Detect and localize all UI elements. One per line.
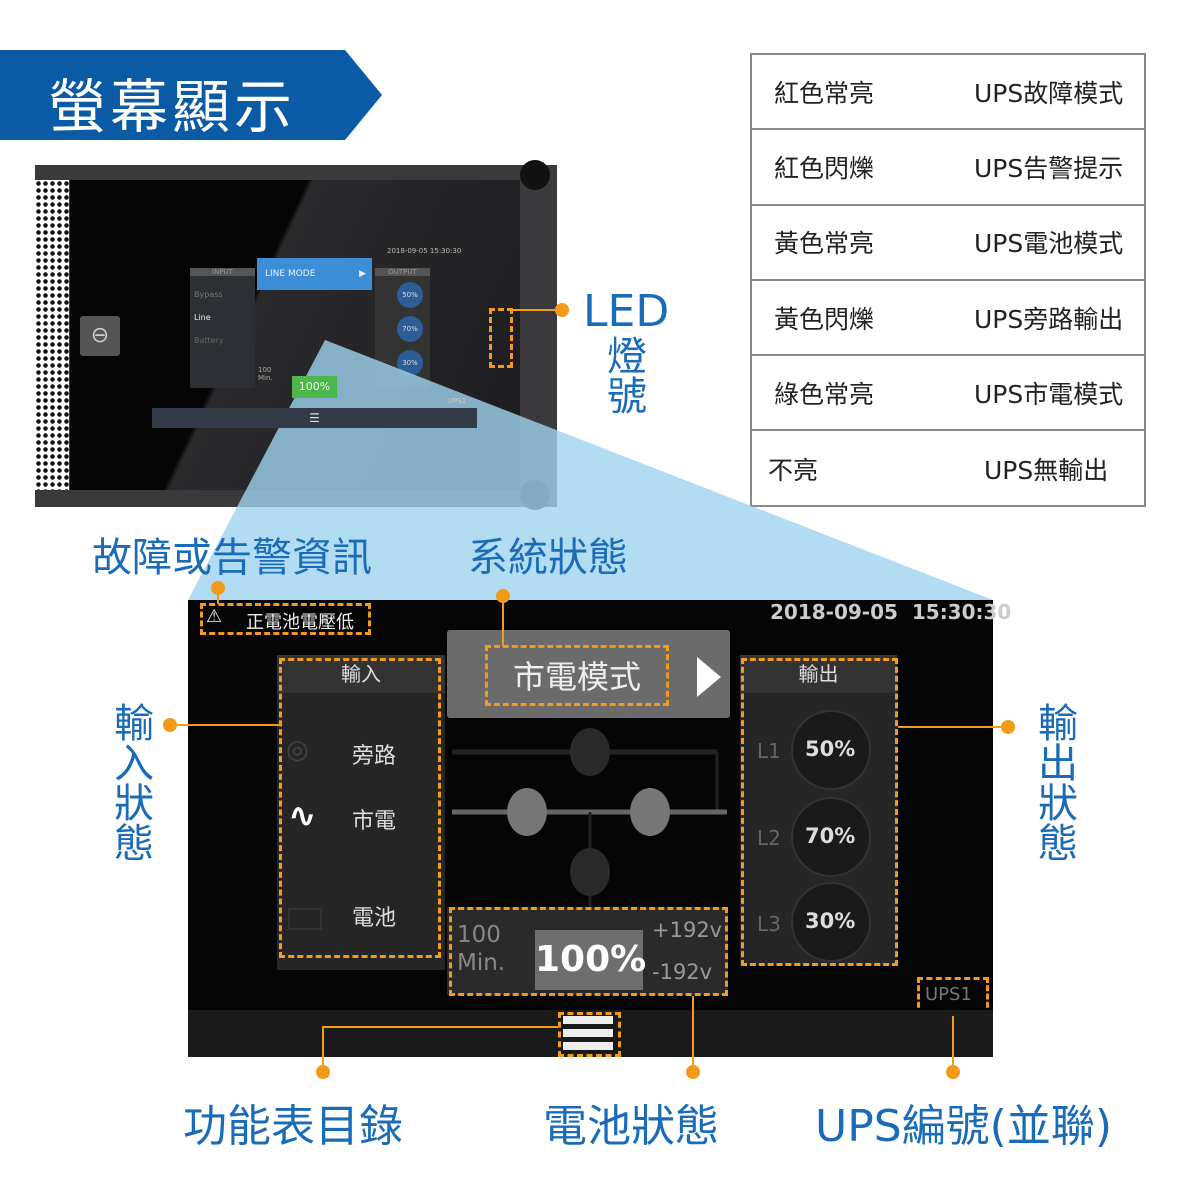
callout-dot [316,1065,330,1079]
ups-id-callout-label: UPS編號(並聯) [815,1101,1112,1152]
power-button[interactable]: ⊖ [80,316,120,356]
battery-runtime: 100 [457,922,501,948]
callout-dot [946,1065,960,1079]
output-load: 30% [805,909,856,933]
charger-icon [570,848,610,896]
input-state-label: 輸入狀態 [107,702,153,862]
led-indicator-highlight [489,308,513,368]
leader-line [170,724,279,726]
input-header: 輸入 [277,655,445,693]
output-header: 輸出 [740,655,897,693]
output-highlight [741,658,898,966]
input-panel [277,655,445,970]
vent-grill [35,180,69,490]
led-label: LED [583,286,670,337]
bypass-switch-icon [570,728,610,776]
led-label-sub: 燈號 [600,335,646,415]
rectifier-icon [507,788,547,836]
mode-highlight [485,645,669,706]
small-output-panel: OUTPUT 50% 70% 30% [375,268,430,388]
battery-callout-label: 電池狀態 [543,1101,719,1152]
play-arrow-icon[interactable] [697,657,721,697]
leader-line [692,996,694,1072]
power-flow-diagram [452,728,727,908]
system-callout-label: 系統狀態 [468,535,628,581]
small-battery-percent: 100% [292,376,337,398]
input-mains: 市電 [352,809,397,834]
battery-neg-voltage: -192v [652,960,713,984]
battery-percent: 100% [535,930,646,990]
leader-line [898,726,1008,728]
fault-callout-label: 故障或告警資訊 [92,535,372,581]
battery-icon [288,908,322,930]
leader-line [322,1026,324,1072]
load-gauge [791,882,871,962]
small-mode-bar: LINE MODE▶ [257,258,372,290]
input-highlight [279,658,441,958]
screen-datetime: 2018-09-05 15:30:30 [770,600,1012,624]
small-menu-bar: ☰ [152,408,477,428]
menu-callout-label: 功能表目錄 [183,1101,403,1152]
leader-line [513,309,561,311]
bypass-icon: ◎ [286,735,309,765]
screw-hole [520,160,550,190]
callout-dot [163,718,177,732]
alert-highlight [200,603,371,635]
small-runtime: 100 Min. [258,366,273,382]
ac-sine-icon: ∿ [288,796,317,836]
leader-line [322,1026,558,1028]
output-line-label: L1 [757,739,781,763]
output-state-label: 輸出狀態 [1031,702,1077,862]
small-ups-id: UPS1 [448,397,467,405]
output-load: 50% [805,737,856,761]
callout-dot [211,581,225,595]
battery-highlight [449,907,728,996]
callout-dot [496,589,510,603]
warning-icon: ⚠ [206,606,223,627]
battery-runtime-unit: Min. [457,950,506,976]
input-battery: 電池 [352,906,397,931]
menu-highlight [558,1012,621,1057]
ups-id: UPS1 [925,984,972,1005]
mode-label: 市電模式 [513,658,642,696]
callout-dot [555,303,569,317]
small-datetime: 2018-09-05 15:30:30 [387,247,462,255]
load-gauge [791,797,871,877]
menu-icon[interactable] [563,1016,613,1050]
leader-line [952,1016,954,1072]
leader-line [502,596,504,646]
leader-line [217,588,219,604]
output-line-label: L2 [757,826,781,850]
inverter-icon [630,788,670,836]
battery-pos-voltage: +192v [652,918,723,942]
output-line-label: L3 [757,912,781,936]
alert-message: 正電池電壓低 [246,612,354,633]
title-banner: 螢幕顯示 [0,50,382,140]
banner-title: 螢幕顯示 [48,73,297,141]
callout-dot [1001,720,1015,734]
small-menu-icon: ☰ [309,411,320,425]
callout-dot [686,1065,700,1079]
load-gauge [791,710,871,790]
input-bypass: 旁路 [352,744,397,769]
output-load: 70% [805,824,856,848]
